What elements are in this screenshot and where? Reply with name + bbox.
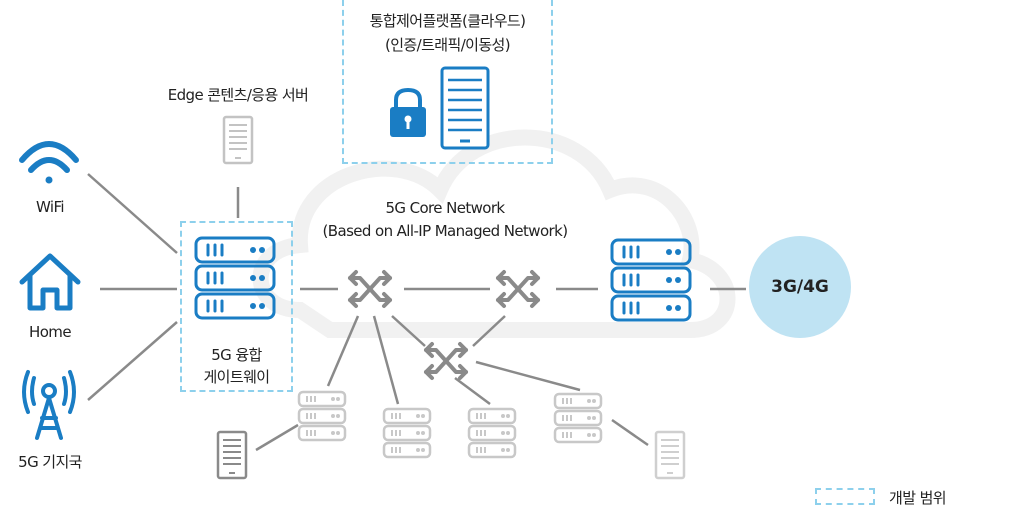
core-network-title: 5G Core Network [385,199,505,217]
faded-rack-icon [382,407,432,459]
faded-rack-icon [467,407,517,459]
edge-server-icon [222,115,254,165]
faded-rack-icon [553,392,603,444]
lock-icon [390,87,426,137]
legend-swatch [815,488,875,505]
legacy-network-label: 3G/4G [771,277,829,297]
small-server-icon [216,430,248,480]
cloud-shape [252,129,736,338]
platform-title: 통합제어플랫폼(클라우드) [369,12,526,30]
faded-rack-icon [297,390,347,442]
gateway-label-line1: 5G 융합 [211,346,262,364]
tower-icon [22,370,76,440]
platform-server-icon [440,66,490,150]
edge-server-label: Edge 콘텐츠/응용 서버 [167,86,309,104]
wifi-icon [19,141,79,184]
platform-subtitle: (인증/트래픽/이동성) [384,36,511,54]
connection-lines [87,173,746,452]
home-icon [19,253,81,311]
gateway-label-line2: 게이트웨이 [203,368,270,386]
gateway-scope-box [180,221,293,392]
home-label: Home [29,323,72,341]
router-icon [424,342,468,380]
router-icon [496,270,540,308]
wifi-label: WiFi [36,198,65,216]
legacy-network-badge: 3G/4G [749,236,851,338]
router-icon [348,270,392,308]
base-station-label: 5G 기지국 [18,453,82,471]
small-server-icon [654,430,686,480]
legend-label: 개발 범위 [889,489,947,507]
core-rack-icon [610,238,692,322]
core-network-subtitle: (Based on All-IP Managed Network) [322,222,569,240]
platform-scope-box [342,0,553,164]
